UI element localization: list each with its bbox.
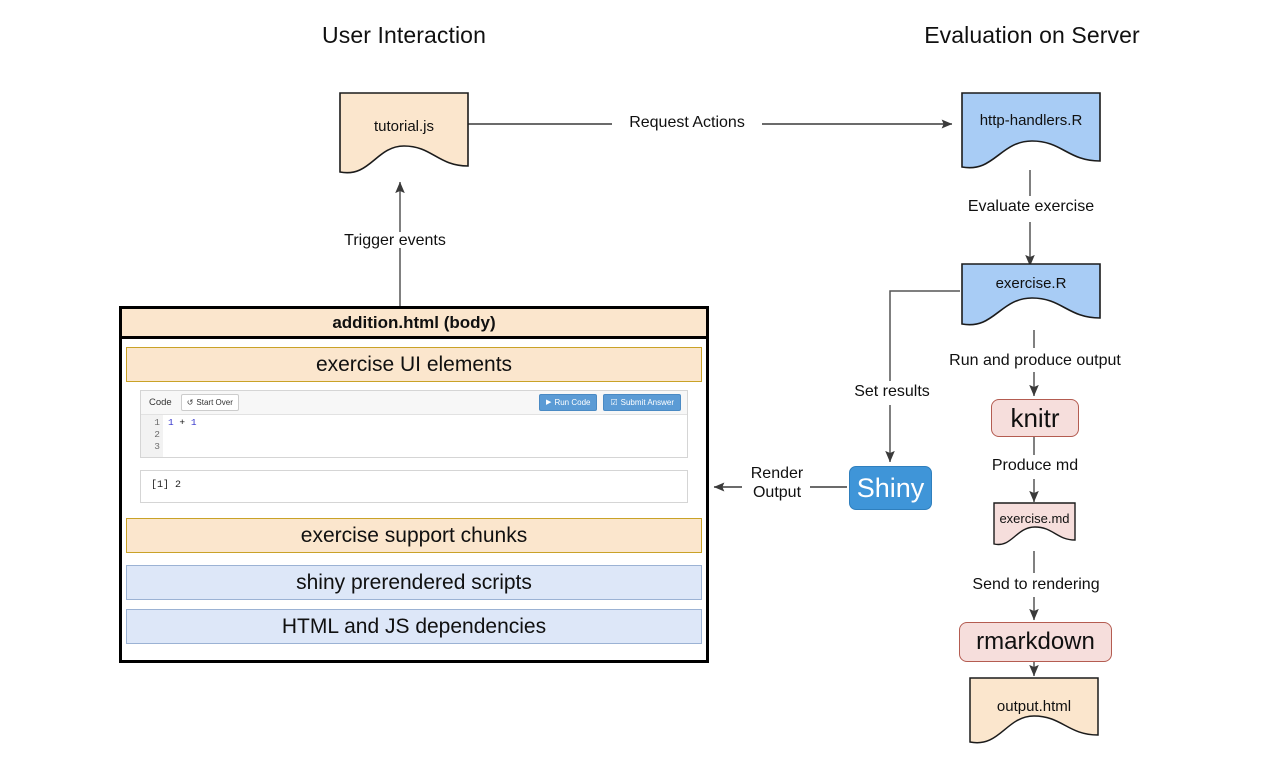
band-exercise-ui-elements: exercise UI elements <box>126 347 702 382</box>
code-output-card: [1] 2 <box>140 470 688 503</box>
node-label-rmarkdown: rmarkdown <box>976 628 1095 655</box>
submit-answer-label: Submit Answer <box>620 397 674 407</box>
code-token-operator: + <box>179 417 186 428</box>
node-label-exercise-r: exercise.R <box>995 275 1067 292</box>
node-label-tutorial-js: tutorial.js <box>373 118 435 135</box>
addition-html-body-panel: addition.html (body) exercise UI element… <box>119 306 709 663</box>
node-label-shiny: Shiny <box>856 472 925 503</box>
code-token-number-1: 1 <box>168 417 174 428</box>
code-toolbar: Code ↺ Start Over ▶ Run Code ☑ Submit An… <box>141 391 687 415</box>
node-shape-output-html <box>969 677 1099 744</box>
edge-label-send-to-rendering: Send to rendering <box>972 576 1100 593</box>
edge-label-set-results: Set results <box>854 383 930 400</box>
node-rmarkdown: rmarkdown <box>959 622 1112 662</box>
code-card: Code ↺ Start Over ▶ Run Code ☑ Submit An… <box>140 390 688 458</box>
run-code-button[interactable]: ▶ Run Code <box>539 394 598 411</box>
band-exercise-support-chunks: exercise support chunks <box>126 518 702 553</box>
code-token-number-2: 1 <box>190 417 197 428</box>
heading-user-interaction: User Interaction <box>322 22 486 48</box>
edge-label-render-output-line1: Render <box>750 465 804 482</box>
edge-label-run-and-produce-output: Run and produce output <box>949 352 1121 369</box>
node-shape-exercise-md <box>993 502 1076 546</box>
heading-evaluation-on-server: Evaluation on Server <box>924 22 1140 48</box>
exercise-widget: Code ↺ Start Over ▶ Run Code ☑ Submit An… <box>140 390 688 512</box>
code-text[interactable]: 1 + 1 <box>163 415 687 457</box>
node-shape-tutorial-js <box>339 92 469 174</box>
run-code-label: Run Code <box>554 397 591 407</box>
refresh-icon: ↺ <box>186 397 194 407</box>
node-knitr: knitr <box>991 399 1079 437</box>
start-over-button[interactable]: ↺ Start Over <box>180 394 239 411</box>
edge-label-produce-md: Produce md <box>991 457 1079 474</box>
start-over-label: Start Over <box>196 397 233 407</box>
node-label-knitr: knitr <box>1010 402 1060 433</box>
edge-label-render-output-line2: Output <box>752 483 802 501</box>
node-shiny: Shiny <box>849 466 932 510</box>
node-label-http-handlers: http-handlers.R <box>979 112 1083 129</box>
band-shiny-prerendered-scripts: shiny prerendered scripts <box>126 565 702 600</box>
checkbox-icon: ☑ <box>610 397 618 407</box>
node-label-output-html: output.html <box>996 698 1072 715</box>
node-shape-http-handlers <box>961 92 1101 169</box>
node-shape-exercise-r <box>961 263 1101 326</box>
panel-title-bar: addition.html (body) <box>122 309 706 339</box>
code-label: Code <box>149 396 172 408</box>
edge-label-request-actions: Request Actions <box>629 114 745 131</box>
edge-label-trigger-events: Trigger events <box>344 232 446 249</box>
edge-label-evaluate-exercise: Evaluate exercise <box>967 198 1095 215</box>
play-icon: ▶ <box>546 399 552 406</box>
band-html-js-dependencies: HTML and JS dependencies <box>126 609 702 644</box>
edge-label-render-output: Render Output <box>744 465 810 503</box>
node-label-exercise-md: exercise.md <box>999 511 1070 526</box>
submit-answer-button[interactable]: ☑ Submit Answer <box>603 394 681 411</box>
edge-set-results <box>885 290 960 463</box>
